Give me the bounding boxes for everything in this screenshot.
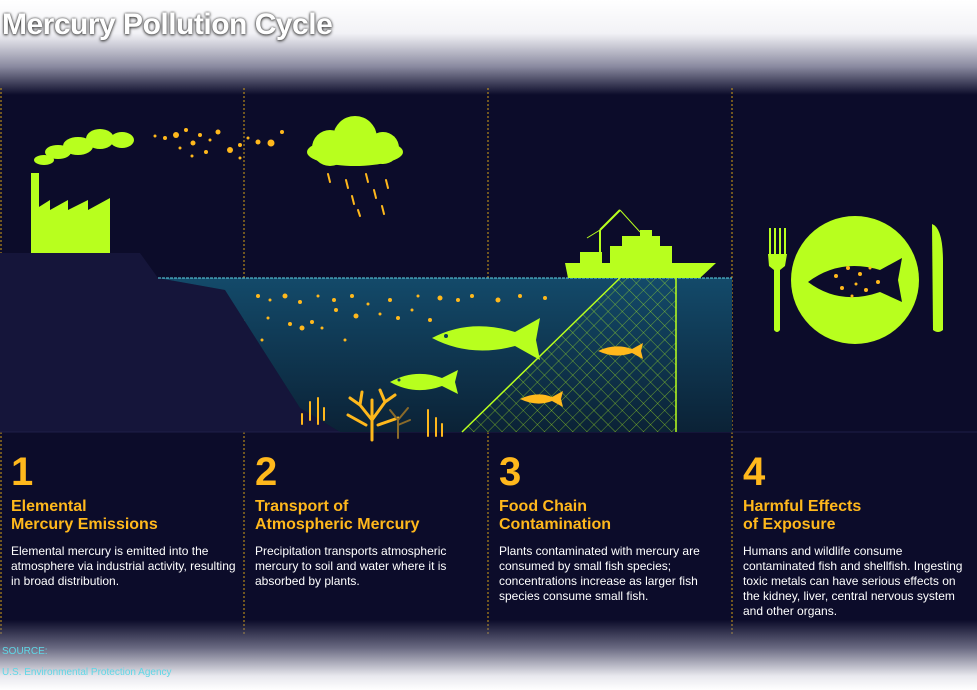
land-shelf	[0, 253, 340, 432]
plate-icon	[791, 216, 919, 344]
step-heading: Food Chain Contamination	[499, 498, 727, 538]
fork-icon	[768, 228, 787, 332]
step-description: Precipitation transports atmospheric mer…	[255, 544, 447, 588]
step-heading-line: Atmospheric Mercury	[255, 516, 420, 533]
step-number: 1	[11, 450, 34, 494]
coral-icon	[389, 407, 411, 439]
step-heading-line: Mercury Emissions	[11, 516, 158, 533]
step-1: 1 Elemental Mercury Emissions Elemental …	[11, 450, 239, 589]
airborne-mercury-dots	[153, 128, 284, 160]
step-heading-line: of Exposure	[743, 516, 836, 533]
fish-icon	[598, 343, 643, 359]
step-heading: Transport of Atmospheric Mercury	[255, 498, 483, 538]
seaweed-icon	[301, 397, 443, 437]
step-description: Humans and wildlife consume contaminated…	[743, 544, 963, 618]
fish-icon	[520, 391, 563, 407]
step-description: Elemental mercury is emitted into the at…	[11, 544, 236, 588]
source-label: SOURCE:	[2, 646, 48, 657]
step-number: 3	[499, 450, 522, 494]
step-heading: Elemental Mercury Emissions	[11, 498, 239, 538]
factory-icon	[31, 173, 110, 253]
step-heading-line: Harmful Effects	[743, 498, 862, 515]
step-4: 4 Harmful Effects of Exposure Humans and…	[743, 450, 971, 619]
step-heading-line: Transport of	[255, 498, 349, 515]
step-2: 2 Transport of Atmospheric Mercury Preci…	[255, 450, 483, 589]
step-heading-line: Contamination	[499, 516, 611, 533]
step-3: 3 Food Chain Contamination Plants contam…	[499, 450, 727, 604]
footer-background	[0, 620, 977, 690]
water-mercury-dots	[256, 293, 547, 342]
step-description: Plants contaminated with mercury are con…	[499, 544, 700, 603]
step-number: 2	[255, 450, 278, 494]
fishing-net-icon	[461, 277, 677, 433]
step-heading: Harmful Effects of Exposure	[743, 498, 971, 538]
page-title: Mercury Pollution Cycle	[2, 8, 333, 41]
smoke-icon	[34, 129, 134, 165]
fish-icon	[390, 370, 458, 394]
cloud-icon	[307, 116, 403, 166]
header-background	[0, 0, 977, 95]
boat-icon	[565, 209, 716, 278]
fish-icon	[432, 318, 540, 360]
step-heading-line: Elemental	[11, 498, 87, 515]
step-heading-line: Food Chain	[499, 498, 587, 515]
rain-icon	[327, 173, 389, 217]
coral-icon	[346, 388, 400, 442]
step-number: 4	[743, 450, 766, 494]
knife-icon	[932, 224, 943, 332]
source-name: U.S. Environmental Protection Agency	[2, 667, 172, 678]
